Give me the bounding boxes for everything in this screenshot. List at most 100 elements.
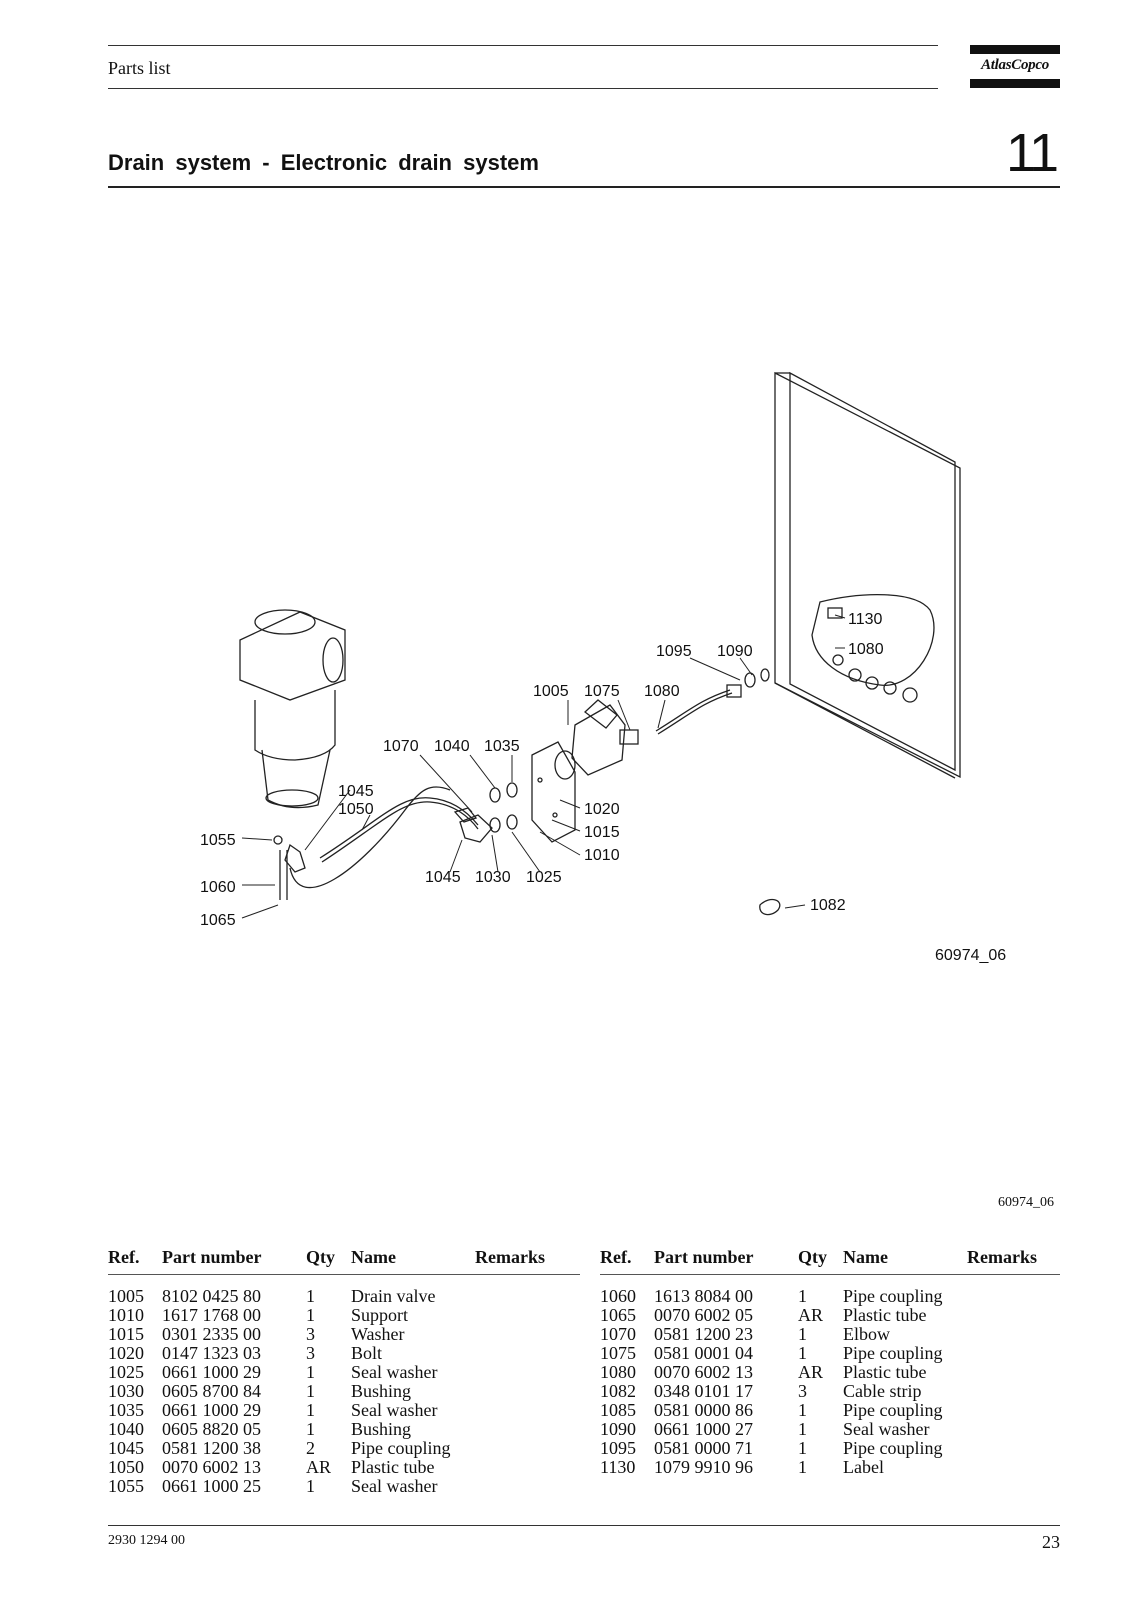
name-cell: Pipe coupling	[843, 1438, 943, 1458]
ref-cell: 1035	[108, 1400, 144, 1420]
qty-cell: AR	[798, 1362, 824, 1382]
ref-cell: 1050	[108, 1457, 144, 1477]
qty-cell: AR	[798, 1305, 824, 1325]
cabinet-panel	[774, 371, 961, 779]
ref-cell: 1020	[108, 1343, 144, 1363]
title-rule	[108, 186, 1060, 188]
qty-cell: 1	[306, 1381, 315, 1401]
qty-cell: 1	[306, 1305, 315, 1325]
callout-1070: 1070	[383, 738, 419, 755]
table-row: 1065 0070 6002 05 AR Plastic tube	[600, 1306, 1060, 1325]
callout-1015: 1015	[584, 824, 620, 841]
name-cell: Label	[843, 1457, 884, 1477]
callout-1035: 1035	[484, 738, 520, 755]
qty-cell: AR	[306, 1457, 332, 1477]
part-number-cell: 0070 6002 13	[654, 1362, 753, 1382]
ref-cell: 1030	[108, 1381, 144, 1401]
name-cell: Seal washer	[351, 1362, 438, 1382]
name-cell: Pipe coupling	[843, 1343, 943, 1363]
name-cell: Support	[351, 1305, 409, 1325]
leader-lines	[241, 614, 846, 919]
part-number-cell: 0301 2335 00	[162, 1324, 261, 1344]
ref-cell: 1065	[600, 1305, 636, 1325]
callout-1050: 1050	[338, 801, 374, 818]
callout-1045-bottom: 1045	[425, 869, 461, 886]
qty-cell: 1	[798, 1343, 807, 1363]
table-row: 1075 0581 0001 04 1 Pipe coupling	[600, 1344, 1060, 1363]
ref-cell: 1130	[600, 1457, 636, 1477]
ref-cell: 1015	[108, 1324, 144, 1344]
header-remarks: Remarks	[967, 1247, 1037, 1267]
callout-1075: 1075	[584, 683, 620, 700]
ref-cell: 1095	[600, 1438, 636, 1458]
callout-1040: 1040	[434, 738, 470, 755]
ref-cell: 1085	[600, 1400, 636, 1420]
callout-1065: 1065	[200, 912, 236, 929]
part-number-cell: 0581 0001 04	[654, 1343, 753, 1363]
callout-1080: 1080	[644, 683, 680, 700]
name-cell: Seal washer	[843, 1419, 930, 1439]
callout-1020: 1020	[584, 801, 620, 818]
qty-cell: 1	[798, 1419, 807, 1439]
qty-cell: 1	[798, 1400, 807, 1420]
header-qty: Qty	[798, 1247, 827, 1267]
part-number-cell: 1079 9910 96	[654, 1457, 753, 1477]
header-name: Name	[351, 1247, 396, 1267]
ref-cell: 1025	[108, 1362, 144, 1382]
part-number-cell: 0581 1200 23	[654, 1324, 753, 1344]
callout-1090: 1090	[717, 643, 753, 660]
header-ref: Ref.	[600, 1247, 632, 1267]
part-number-cell: 0581 0000 86	[654, 1400, 753, 1420]
part-number-cell: 0070 6002 05	[654, 1305, 753, 1325]
footer-rule	[108, 1525, 1060, 1526]
part-number-cell: 1617 1768 00	[162, 1305, 261, 1325]
name-cell: Plastic tube	[351, 1457, 435, 1477]
header-name: Name	[843, 1247, 888, 1267]
logo-bottom-bar	[970, 79, 1060, 88]
name-cell: Elbow	[843, 1324, 890, 1344]
callout-1130: 1130	[848, 611, 883, 628]
callout-1082: 1082	[810, 897, 846, 914]
name-cell: Seal washer	[351, 1400, 438, 1420]
name-cell: Plastic tube	[843, 1305, 927, 1325]
callout-1030: 1030	[475, 869, 511, 886]
drain-valve	[531, 699, 626, 843]
ref-cell: 1060	[600, 1286, 636, 1306]
callout-1095: 1095	[656, 643, 692, 660]
callout-1055: 1055	[200, 832, 236, 849]
name-cell: Bolt	[351, 1343, 383, 1363]
name-cell: Pipe coupling	[351, 1438, 451, 1458]
part-number-cell: 0661 1000 27	[654, 1419, 753, 1439]
qty-cell: 1	[306, 1286, 315, 1306]
ref-cell: 1010	[108, 1305, 144, 1325]
exploded-view-diagram: 1130 1080 1095 1090 1005 1075 1080 1070 …	[200, 371, 1006, 964]
qty-cell: 1	[306, 1476, 315, 1496]
header-ref: Ref.	[108, 1247, 140, 1267]
header-part-number: Part number	[654, 1247, 754, 1267]
ref-cell: 1075	[600, 1343, 636, 1363]
qty-cell: 1	[306, 1419, 315, 1439]
figure-reference: 60974_06	[998, 1195, 1054, 1210]
page-title: Drain system - Electronic drain system	[108, 150, 539, 175]
callout-1060: 1060	[200, 879, 236, 896]
qty-cell: 1	[306, 1362, 315, 1382]
name-cell: Plastic tube	[843, 1362, 927, 1382]
qty-cell: 3	[798, 1381, 807, 1401]
header-top-rule	[108, 45, 938, 46]
table-row: 1010 1617 1768 00 1 Support	[108, 1306, 580, 1325]
ref-cell: 1005	[108, 1286, 144, 1306]
